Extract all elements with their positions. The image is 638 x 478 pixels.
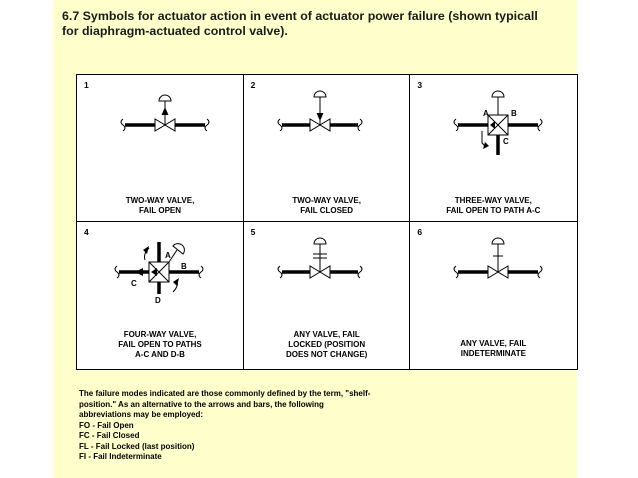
symbol-cell-2: 2 TWO-WAY VALVE, FAIL CLOSED: [243, 75, 411, 222]
abbreviation-item: FO - Fail Open: [79, 420, 134, 430]
port-label-a: A: [483, 109, 489, 118]
port-label-b: B: [181, 262, 187, 271]
valve-fail-indeterminate-icon: [453, 237, 543, 279]
cell-number: 6: [417, 227, 423, 237]
footnote: The failure modes indicated are those co…: [79, 389, 439, 463]
cell-number: 5: [250, 227, 256, 237]
port-label-d: D: [155, 296, 161, 305]
symbol-cell-3: 3 A B C: [410, 75, 577, 222]
two-way-valve-fail-closed-icon: [277, 90, 363, 132]
abbreviation-item: FI - Fail Indeterminate: [79, 452, 162, 461]
symbol-cell-1: 1 TWO-WAY VALVE, FAIL OPEN: [77, 75, 244, 222]
cell-number: 1: [84, 80, 89, 90]
valve-fail-locked-icon: [277, 237, 363, 279]
abbreviation-list: FO - Fail Open FC - Fail Closed FL - Fai…: [79, 421, 439, 463]
title-line-2: for diaphragm-actuated control valve).: [62, 24, 288, 38]
cell-number: 3: [417, 80, 423, 90]
port-label-c: C: [503, 137, 509, 146]
four-way-valve-icon: A B C D: [114, 242, 204, 305]
symbol-table: 1 TWO-WAY VALVE, FAIL OPEN: [76, 74, 578, 370]
cell-number: 4: [84, 227, 89, 237]
cell-caption: ANY VALVE, FAIL LOCKED (POSITION DOES NO…: [285, 330, 368, 359]
port-label-b: B: [511, 109, 517, 118]
cell-caption: TWO-WAY VALVE, FAIL CLOSED: [292, 196, 361, 215]
symbol-cell-4: 4: [77, 222, 244, 369]
abbreviation-item: FL - Fail Locked (last position): [79, 441, 195, 451]
port-label-c: C: [131, 279, 137, 288]
footnote-paragraph: The failure modes indicated are those co…: [79, 389, 371, 419]
slide: 6.7 Symbols for actuator action in event…: [53, 0, 578, 478]
port-label-a: A: [165, 251, 171, 260]
cell-caption: TWO-WAY VALVE, FAIL OPEN: [125, 196, 195, 215]
cell-caption: THREE-WAY VALVE, FAIL OPEN TO PATH A-C: [446, 196, 541, 215]
two-way-valve-fail-open-icon: [120, 94, 210, 132]
page-title: 6.7 Symbols for actuator action in event…: [62, 9, 582, 39]
abbreviation-item: FC - Fail Closed: [79, 431, 140, 440]
cell-caption: FOUR-WAY VALVE, FAIL OPEN TO PATHS A-C A…: [118, 330, 202, 359]
symbol-cell-5: 5 ANY VALVE, FAIL LOCKED (POSITION: [244, 222, 411, 369]
three-way-valve-icon: A B C: [453, 90, 543, 155]
title-line-1: 6.7 Symbols for actuator action in event…: [62, 9, 538, 23]
cell-number: 2: [250, 80, 256, 90]
symbol-cell-6: 6 ANY VALVE, FAIL INDETERMINATE: [410, 222, 577, 369]
cell-caption: ANY VALVE, FAIL INDETERMINATE: [460, 339, 527, 358]
